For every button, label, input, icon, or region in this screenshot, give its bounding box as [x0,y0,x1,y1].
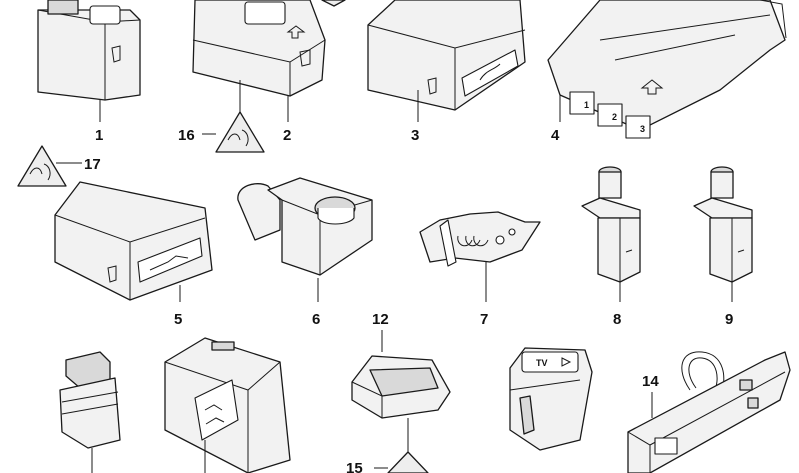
callout-4: 4 [551,127,560,144]
callout-9: 9 [725,311,733,328]
callout-12: 12 [372,311,389,328]
part-7-clip [419,211,541,267]
part-seat-switch-panel [164,337,291,473]
callout-8: 8 [613,311,621,328]
callout-6: 6 [312,311,320,328]
part-14-connector [627,351,791,473]
part-6-sensor [237,177,373,276]
tv-label: TV [536,358,548,368]
part-small-switch [59,351,121,449]
part-1-switch [37,0,141,101]
part-9-plunger [693,166,753,283]
callout-7: 7 [480,311,488,328]
part-tv-switch: TV [509,347,593,451]
callout-15: 15 [346,460,363,473]
part-4-module: 1 2 3 [547,0,787,139]
callout-5: 5 [174,311,182,328]
part-8-plunger [581,166,641,283]
callout-17: 17 [84,156,101,173]
port-1-label: 1 [584,100,589,110]
warning-triangle-17 [17,145,67,187]
warning-triangle-16 [215,111,265,153]
warning-triangle-15 [387,451,429,473]
callout-14: 14 [642,373,659,390]
callout-2: 2 [283,127,291,144]
part-2-window-switch [192,0,326,97]
part-12-switch [351,355,451,419]
port-2-label: 2 [612,112,617,122]
part-5-switch [54,181,213,301]
callout-1: 1 [95,127,103,144]
callout-3: 3 [411,127,419,144]
callout-16: 16 [178,127,195,144]
port-3-label: 3 [640,124,645,134]
part-3-switch [321,0,526,111]
